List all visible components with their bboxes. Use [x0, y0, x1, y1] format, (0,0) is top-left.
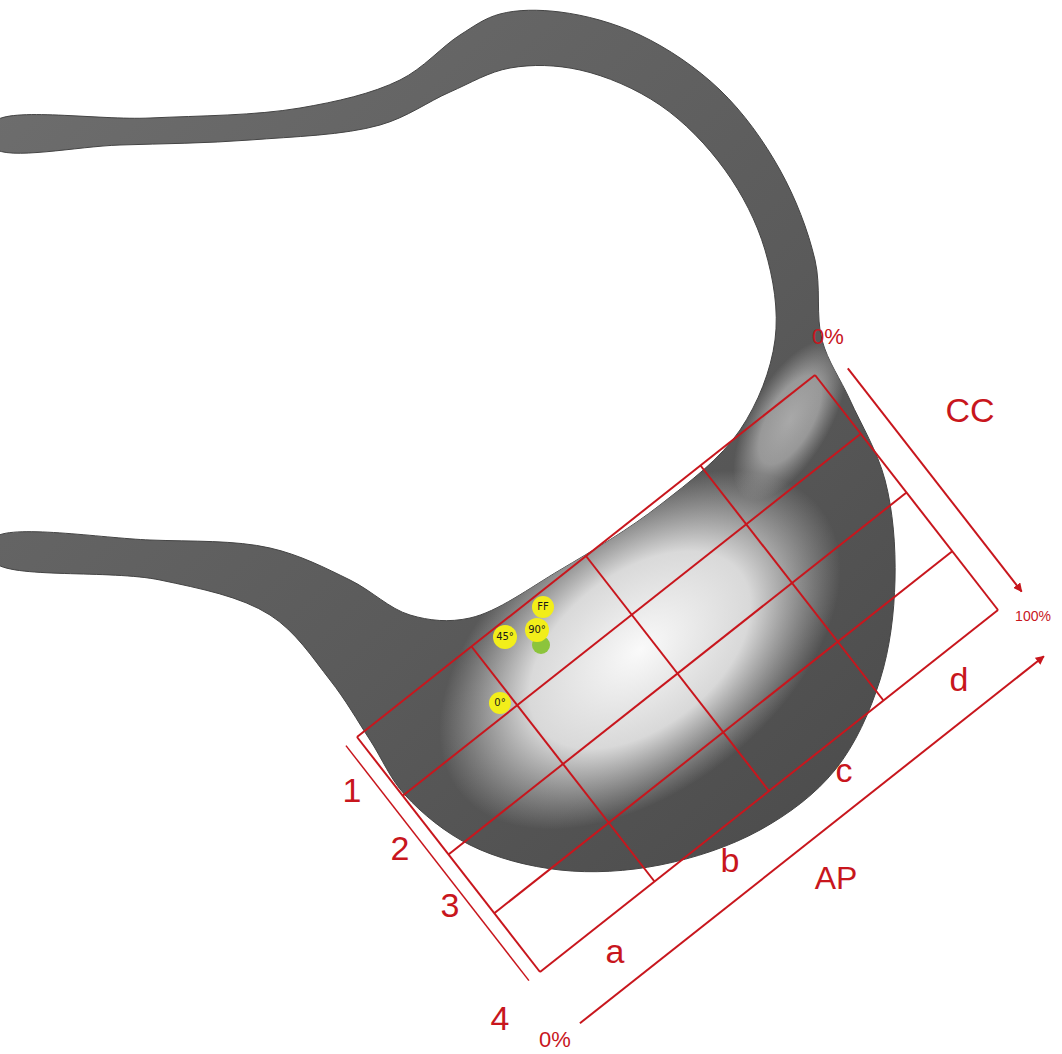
dimension-line	[346, 746, 529, 981]
axis-label: 3	[441, 888, 460, 922]
axis-label: 2	[391, 831, 410, 865]
axis-label: CC	[945, 393, 994, 427]
cc-axis-arrow	[848, 368, 1022, 591]
axis-label: a	[606, 934, 625, 968]
angle-marker: FF	[532, 596, 554, 618]
angle-label: 45°	[496, 631, 514, 643]
axis-label: b	[721, 843, 740, 877]
axis-label: AP	[815, 862, 858, 894]
axis-label: c	[836, 753, 853, 787]
grid-line	[586, 556, 769, 791]
angle-label: 90°	[528, 624, 546, 636]
bone-highlight	[373, 322, 908, 902]
angle-marker: 45°	[493, 625, 517, 649]
axis-label: 0%	[812, 326, 844, 348]
angle-marker: 90°	[525, 618, 549, 642]
grid-line	[357, 737, 540, 972]
grid-line	[701, 466, 884, 701]
ap-axis-arrow	[580, 656, 1044, 1023]
angle-marker: 0°	[489, 692, 511, 714]
axis-label: 1	[343, 773, 362, 807]
grid-line	[449, 493, 907, 855]
angle-label: 0°	[494, 697, 505, 709]
angle-label: FF	[537, 601, 549, 613]
grid-line	[472, 647, 655, 882]
axis-label: d	[950, 662, 969, 696]
bone-layer	[0, 10, 907, 902]
axis-label: 4	[491, 1001, 510, 1035]
axis-label: 100%	[1015, 609, 1051, 623]
grid-line	[815, 375, 998, 610]
axis-label: 0%	[539, 1029, 571, 1051]
grid-layer	[346, 368, 1044, 1023]
grid-line	[494, 551, 952, 913]
grid-line	[403, 434, 861, 796]
